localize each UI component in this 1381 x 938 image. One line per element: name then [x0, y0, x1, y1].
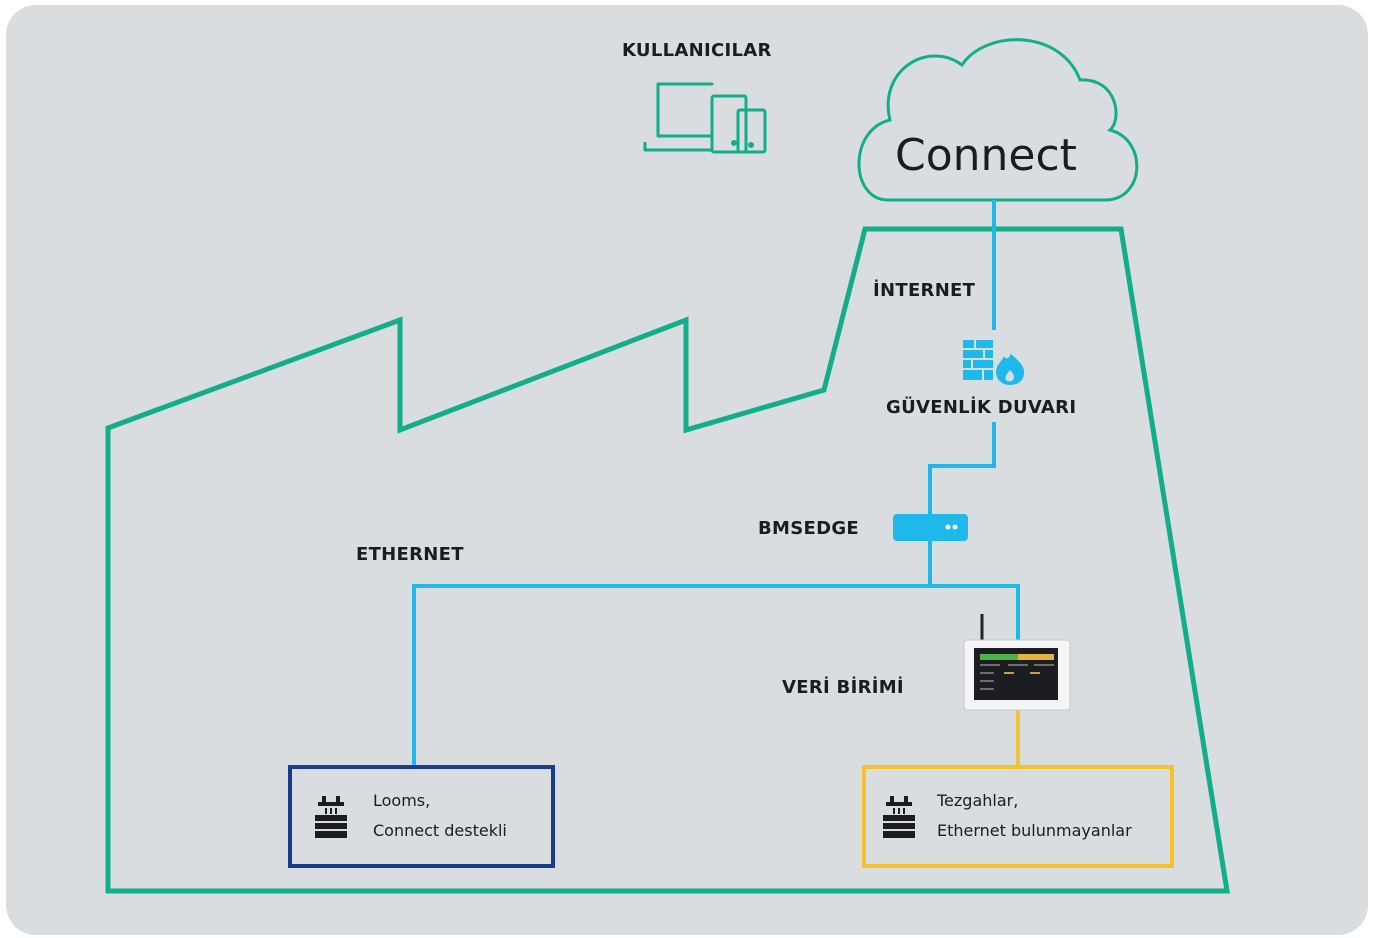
cloud-shape — [857, 38, 1139, 202]
looms-connect-line1: Looms, — [373, 791, 431, 810]
router-icon — [893, 514, 968, 541]
firewall-icon — [963, 340, 1027, 388]
cloud-label: Connect — [895, 130, 1077, 181]
looms-connect-line2: Connect destekli — [373, 821, 507, 840]
users-label: KULLANICILAR — [622, 40, 772, 61]
looms-ethernet-box — [862, 765, 1174, 868]
ethernet-links — [412, 200, 1020, 768]
firewall-label: GÜVENLİK DUVARI — [886, 397, 1077, 418]
devices-icon — [643, 82, 767, 154]
ethernet-bus-line — [412, 584, 1020, 768]
diagram-canvas — [6, 5, 1368, 935]
looms-ethernet-line1: Tezgahlar, — [937, 791, 1019, 810]
loom-machine-icon — [883, 796, 915, 838]
internet-label: İNTERNET — [873, 280, 976, 301]
edge-label: BMSEDGE — [758, 518, 860, 539]
looms-ethernet-line2: Ethernet bulunmayanlar — [937, 821, 1132, 840]
ethernet-label: ETHERNET — [356, 544, 464, 565]
data-unit-label: VERİ BİRİMİ — [782, 677, 904, 698]
loom-machine-icon — [315, 796, 347, 838]
factory-outline — [105, 226, 1230, 894]
data-unit-device-icon — [963, 614, 1071, 711]
looms-connect-box — [288, 765, 555, 868]
firewall-to-edge-link — [928, 422, 996, 515]
